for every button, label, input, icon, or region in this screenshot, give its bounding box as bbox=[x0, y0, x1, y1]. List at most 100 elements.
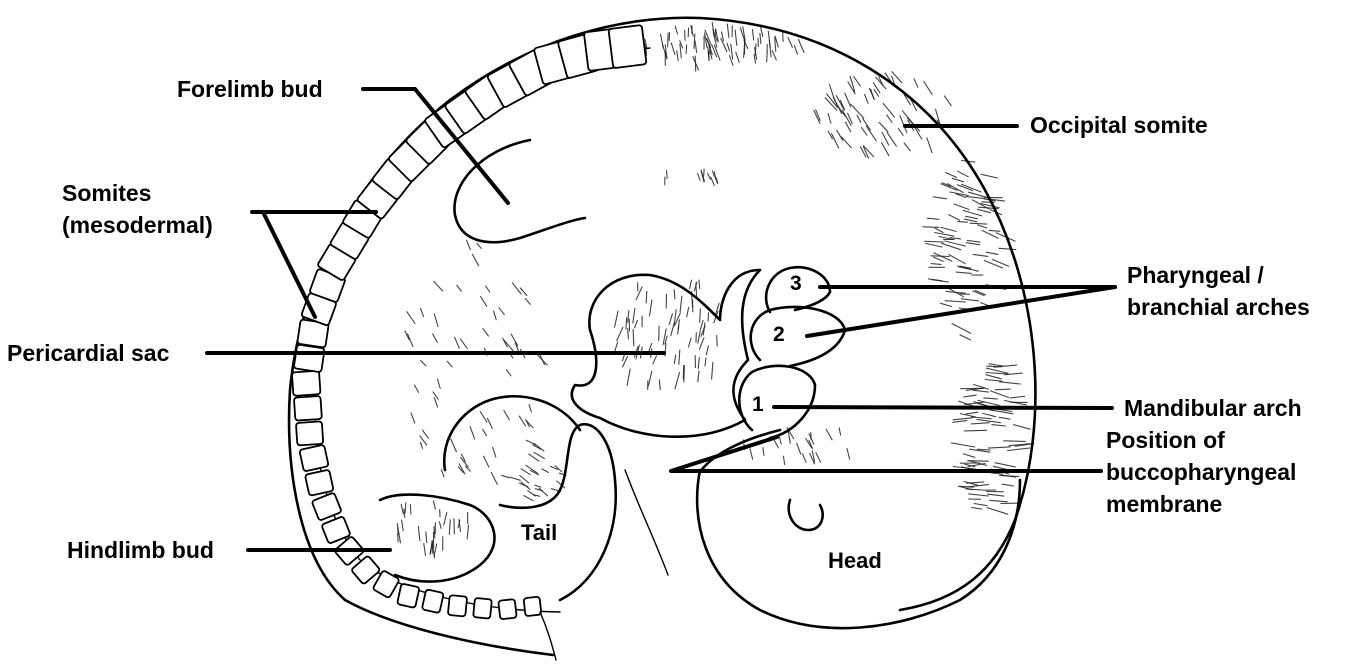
hatch-stroke bbox=[490, 471, 498, 485]
hatch-stroke bbox=[528, 404, 532, 413]
somites bbox=[291, 24, 648, 620]
hatch-stroke bbox=[503, 409, 510, 421]
hatch-stroke bbox=[502, 337, 508, 348]
hatch-stroke bbox=[697, 172, 701, 181]
hatch-stroke bbox=[968, 448, 991, 453]
hatch-stroke bbox=[962, 209, 983, 217]
hatch-stroke bbox=[962, 453, 976, 458]
hatch-stroke bbox=[963, 218, 978, 223]
hatch-stroke bbox=[878, 76, 884, 87]
leader-forelimb bbox=[361, 87, 510, 205]
hatch-stroke bbox=[707, 172, 711, 180]
hatch-stroke bbox=[944, 240, 967, 247]
hatch-stroke bbox=[774, 37, 777, 52]
hatch-stroke bbox=[616, 326, 624, 342]
hatch-stroke bbox=[850, 103, 865, 119]
hatch-stroke bbox=[998, 416, 1011, 420]
hatch-stroke bbox=[528, 453, 540, 462]
hatch-stroke bbox=[751, 29, 755, 41]
somite-block bbox=[497, 598, 518, 620]
hatch-stroke bbox=[951, 177, 965, 183]
hatch-stroke bbox=[903, 93, 911, 106]
hatch-stroke bbox=[687, 337, 692, 348]
hatch-stroke bbox=[692, 56, 700, 71]
hatch-stroke bbox=[891, 71, 903, 84]
hatch-stroke bbox=[989, 409, 1014, 415]
hatch-stroke bbox=[985, 251, 999, 255]
hatch-stroke bbox=[541, 468, 549, 474]
hatch-stroke bbox=[955, 271, 972, 274]
hatch-stroke bbox=[856, 114, 862, 124]
hatch-stroke bbox=[627, 309, 630, 323]
hatch-stroke bbox=[693, 33, 696, 49]
hatch-stroke bbox=[847, 112, 853, 125]
hatch-stroke bbox=[922, 226, 940, 228]
hatch-stroke bbox=[742, 26, 746, 41]
leader-pharyngeal-2 bbox=[805, 285, 1117, 338]
hatch-stroke bbox=[673, 309, 677, 327]
hatch-stroke bbox=[436, 378, 441, 389]
hatch-stroke bbox=[961, 298, 980, 302]
hatch-stroke bbox=[973, 502, 988, 507]
hatch-stroke bbox=[999, 474, 1020, 478]
hatch-stroke bbox=[953, 203, 970, 211]
hatch-stroke bbox=[658, 379, 661, 391]
hatch-stroke bbox=[972, 290, 985, 297]
hatch-stroke bbox=[419, 307, 425, 318]
hatch-stroke bbox=[404, 330, 410, 341]
hatch-stroke bbox=[480, 295, 488, 307]
hatch-stroke bbox=[739, 27, 746, 42]
hatch-stroke bbox=[965, 215, 978, 220]
hatch-stroke bbox=[486, 417, 493, 429]
hatch-stroke bbox=[433, 313, 439, 328]
hatch-stroke bbox=[432, 333, 438, 343]
label-somites-sub: (mesodermal) bbox=[62, 212, 213, 238]
hatch-stroke bbox=[956, 184, 974, 192]
hatch-stroke bbox=[713, 44, 721, 61]
connecting-stalk-lower bbox=[539, 611, 557, 661]
arch-1-outline bbox=[738, 364, 817, 440]
hatch-stroke bbox=[977, 399, 1000, 406]
hatch-stroke bbox=[875, 76, 887, 90]
arch-number-1: 1 bbox=[752, 393, 764, 416]
hatch-stroke bbox=[448, 519, 451, 535]
hatch-stroke bbox=[419, 435, 428, 446]
face-outline bbox=[698, 428, 782, 474]
somite-block bbox=[293, 343, 326, 373]
hatch-stroke bbox=[443, 511, 448, 526]
hatch-stroke bbox=[989, 499, 1008, 503]
hatch-stroke bbox=[726, 42, 731, 52]
hatch-stroke bbox=[957, 221, 969, 223]
hatch-stroke bbox=[847, 81, 856, 95]
hatch-stroke bbox=[965, 411, 979, 415]
hatch-stroke bbox=[690, 24, 694, 37]
hatch-stroke bbox=[519, 474, 530, 484]
hatch-stroke bbox=[674, 312, 681, 326]
hatch-stroke bbox=[934, 227, 944, 234]
hatch-stroke bbox=[986, 507, 1009, 515]
somite-block bbox=[447, 594, 468, 618]
hatch-stroke bbox=[697, 357, 700, 370]
hatch-stroke bbox=[862, 118, 871, 131]
hatch-stroke bbox=[726, 23, 730, 39]
hatch-stroke bbox=[503, 339, 515, 352]
hatch-stroke bbox=[645, 44, 648, 56]
hatch-stroke bbox=[505, 369, 512, 377]
hindlimb-bud-outline bbox=[378, 493, 496, 583]
hatch-stroke bbox=[933, 252, 953, 262]
hatch-stroke bbox=[662, 328, 667, 346]
hatch-stroke bbox=[836, 129, 844, 141]
hatch-stroke bbox=[476, 242, 482, 249]
hatch-stroke bbox=[420, 359, 427, 367]
hatch-stroke bbox=[425, 531, 428, 544]
eye-outline bbox=[787, 498, 824, 532]
hatch-stroke bbox=[988, 229, 1001, 232]
hatch-stroke bbox=[766, 51, 768, 63]
hatch-stroke bbox=[897, 128, 904, 136]
hatch-stroke bbox=[670, 42, 676, 55]
hatch-stroke bbox=[400, 503, 404, 515]
hatch-stroke bbox=[613, 310, 619, 328]
hatch-stroke bbox=[841, 109, 852, 126]
